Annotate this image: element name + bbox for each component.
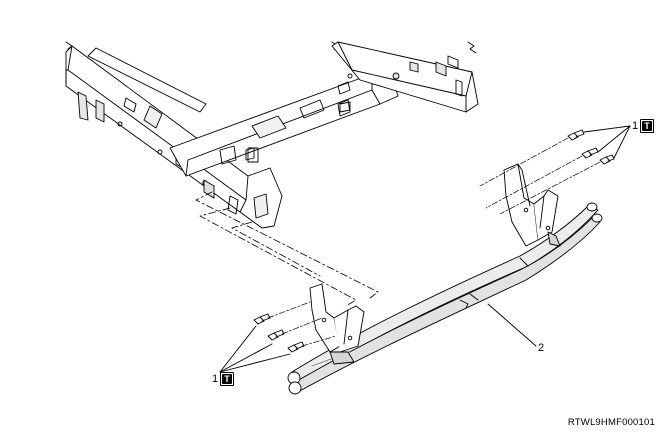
vehicle-frame [65,41,479,229]
alignment-guide-lines [195,191,379,307]
bracket-right [503,163,559,247]
torque-symbol-glyph: T [642,121,652,131]
torque-wrench-icon: T [640,119,654,133]
flange-bolt [567,129,585,141]
fasteners-lower [219,301,337,373]
flange-bolt [267,329,285,341]
bumper-bar [287,202,603,395]
torque-wrench-icon: T [220,372,234,386]
leader-line-bumper-bar [487,303,537,347]
figure-code: RTWL9HMF000101 [567,417,655,428]
fasteners-upper [479,125,631,215]
callout-fastener-lower: 1 [212,373,219,385]
flange-bolt [287,341,305,353]
callout-bumper-bar: 2 [538,342,545,354]
flange-bolt [253,313,271,325]
torque-symbol-glyph: T [222,374,232,384]
callout-fastener-upper: 1 [632,120,639,132]
flange-bolt [599,154,615,165]
flange-bolt [581,147,599,159]
